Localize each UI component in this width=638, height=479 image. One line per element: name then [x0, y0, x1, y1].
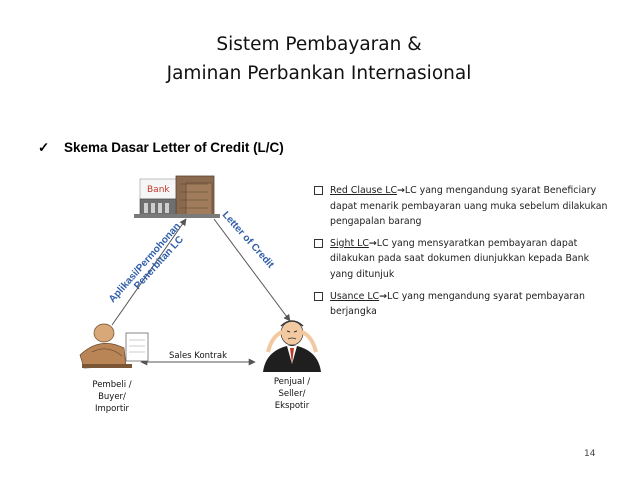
- application-arrow-label-line-1: Aplikasi/Permohonan: [107, 221, 183, 305]
- lc-description: LC yang mengandung syarat Beneficiary da…: [330, 185, 608, 228]
- right-arrow-icon: →: [397, 185, 405, 196]
- buyer-label-line-1: Pembeli /: [92, 380, 131, 390]
- buyer-label-line-3: Importir: [95, 404, 130, 414]
- list-item: Sight LC→LC yang mensyaratkan pembayaran…: [313, 236, 609, 283]
- section-heading: ✓ Skema Dasar Letter of Credit (L/C): [38, 140, 284, 156]
- page-number: 14: [584, 449, 596, 459]
- title-line-1: Sistem Pembayaran &: [216, 34, 422, 55]
- seller-label-line-3: Ekspotir: [275, 401, 310, 411]
- seller-label-line-1: Penjual /: [274, 377, 310, 387]
- lc-term: Red Clause LC: [330, 185, 398, 196]
- bank-label: Bank: [147, 185, 170, 195]
- letter-of-credit-arrow: [213, 218, 291, 322]
- buyer-person-icon: [79, 323, 149, 369]
- list-item: Red Clause LC→LC yang mengandung syarat …: [313, 183, 609, 230]
- checkmark-icon: ✓: [38, 140, 50, 155]
- lc-description: LC yang mengandung syarat pembayaran ber…: [330, 290, 585, 318]
- buyer-label-line-2: Buyer/: [98, 392, 126, 402]
- square-bullet-icon: [314, 186, 323, 195]
- right-arrow-icon: →: [368, 237, 377, 249]
- sales-contract-label: Sales Kontrak: [169, 351, 227, 361]
- lc-term: Usance LC: [330, 290, 380, 302]
- square-bullet-icon: [314, 238, 323, 248]
- seller-label-line-2: Seller/: [279, 389, 306, 399]
- square-bullet-icon: [314, 291, 323, 301]
- lc-description: LC yang mensyaratkan pembayaran dapat di…: [330, 237, 590, 280]
- bank-building-icon: [134, 175, 220, 218]
- section-heading-text: Skema Dasar Letter of Credit (L/C): [64, 140, 284, 155]
- seller-person-icon: [263, 320, 321, 372]
- application-arrow: [111, 218, 187, 326]
- lc-term: Sight LC: [330, 237, 369, 249]
- slide-title: Sistem Pembayaran & Jaminan Perbankan In…: [0, 30, 638, 88]
- list-item: Usance LC→LC yang mengandung syarat pemb…: [313, 289, 609, 320]
- lc-types-list: Red Clause LC→LC yang mengandung syarat …: [313, 183, 609, 326]
- title-line-2: Jaminan Perbankan Internasional: [166, 63, 472, 84]
- right-arrow-icon: →: [379, 290, 387, 302]
- letter-of-credit-label: Letter of Credit: [220, 210, 276, 271]
